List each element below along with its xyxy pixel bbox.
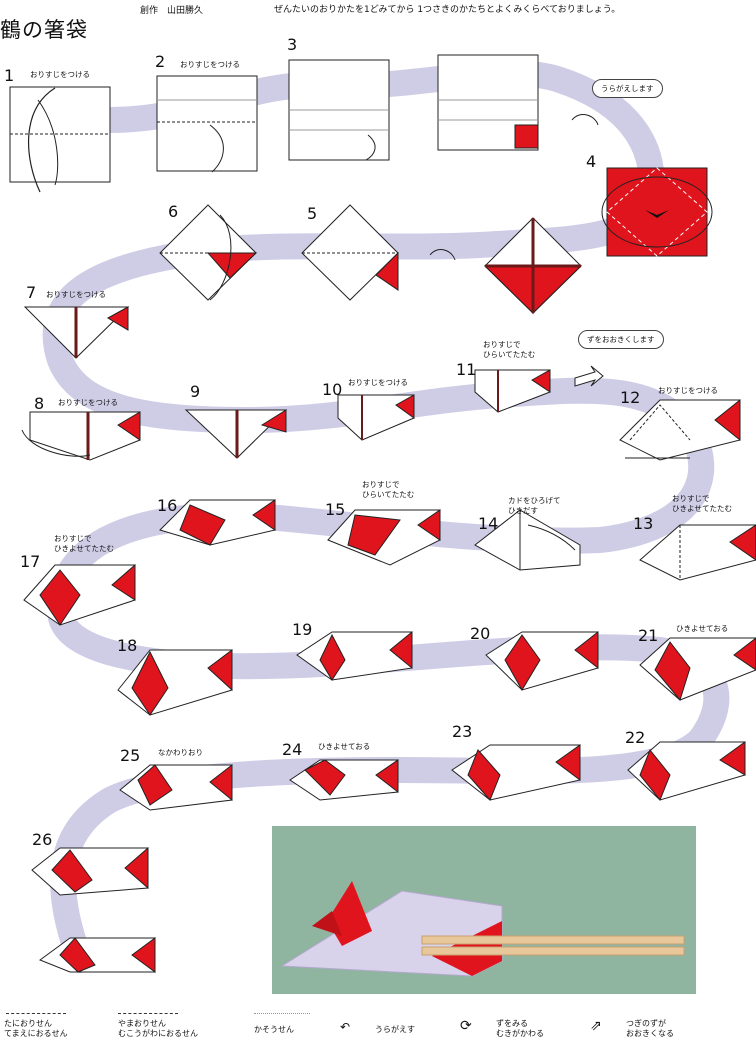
step-number: 22 [625,728,646,747]
step-number: 10 [322,380,343,399]
valley-line-sample [6,1013,66,1014]
step-number: 11 [456,360,477,379]
step-label: おりすじで ひらいてたたむ [483,340,536,359]
step-13-figure [639,524,756,581]
step-25-figure [119,763,233,811]
step-label: おりすじで ひらいてたたむ [362,480,415,499]
turn-over-icon [571,114,599,126]
step-3-figure [288,59,390,161]
author-credit: 創作 山田勝久 [140,6,204,16]
step-18-figure [117,649,233,716]
step-6-figure [159,204,258,301]
step-number: 17 [20,552,41,571]
step-label: おりすじで ひきよせてたたむ [54,534,114,553]
step-label: おりすじをつける [180,60,240,69]
page-title: 鶴の箸袋 [0,18,88,42]
instruction-text: ぜんたいのおりかたを1どみてから 1つさきのかたちとよくみくらべておりましょう。 [274,5,621,15]
step-2-figure [156,75,258,173]
step-number: 26 [32,830,53,849]
step-20-figure [485,630,599,691]
step-1-figure [9,86,111,193]
legend-mountain: やまおりせん むこうがわにおるせん [118,1019,198,1038]
step-3b-figure [437,54,539,151]
step-label: おりすじをつける [58,398,118,407]
finished-photo [272,826,696,994]
step-number: 4 [586,152,597,171]
step-8-figure [21,411,141,461]
step-label: おりすじで ひきよせてたたむ [672,494,732,513]
step-label: なかわりおり [158,748,203,757]
step-number: 21 [638,626,659,645]
turn-over-icon-2 [429,249,456,261]
step-number: 19 [292,620,313,639]
next-arrow-icon [574,365,604,387]
step-5b-figure [301,204,399,301]
step-number: 1 [4,66,15,85]
step-22-figure [627,741,746,801]
step-number: 3 [287,35,298,54]
step-number: 24 [282,740,303,759]
step-23-figure [451,744,581,801]
legend-valley: たにおりせん てまえにおるせん [4,1019,68,1038]
step-16-figure [159,499,276,546]
step-number: 14 [478,514,499,533]
step-5-figure [483,217,583,315]
step-label: カドをひろげて ひきだす [508,496,561,515]
step-label: ひきよせておる [318,742,371,751]
step-number: 16 [157,496,178,515]
step-number: 8 [34,394,45,413]
step-number: 9 [190,382,201,401]
step-label: おりすじをつける [348,378,408,387]
step-4-figure [601,167,713,257]
hidden-line-sample [254,1013,310,1014]
step-17-figure [23,563,136,626]
step-number: 5 [307,204,318,223]
turn-over-callout: うらがえします [592,79,663,98]
enlarge-callout: ずをおおきくします [578,330,664,349]
step-number: 12 [620,388,641,407]
next-legend-icon: ⇗ [590,1018,602,1034]
rotate-legend-icon: ⟳ [460,1018,472,1034]
legend-turn: うらがえす [375,1025,415,1034]
step-26-figure [31,846,149,896]
step-number: 18 [117,636,138,655]
step-9-figure [184,409,288,459]
step-10-figure [337,394,415,441]
step-label: おりすじをつける [46,290,106,299]
step-24-figure [289,759,399,801]
step-number: 25 [120,746,141,765]
step-12-figure [619,398,741,461]
step-number: 2 [155,52,166,71]
step-number: 13 [633,514,654,533]
mountain-line-sample [118,1013,178,1014]
step-label: ひきよせておる [676,624,729,633]
step-21-figure [639,637,756,702]
step-19-figure [296,630,413,681]
step-number: 20 [470,624,491,643]
step-number: 6 [168,202,179,221]
step-7-figure [23,306,130,359]
step-number: 15 [325,500,346,519]
legend-rotate: ずをみる むきがかわる [496,1019,544,1038]
step-number: 7 [26,283,37,302]
legend-next: つぎのずが おおきくなる [626,1019,674,1038]
step-label: おりすじをつける [658,386,718,395]
turn-over-legend-icon: ↶ [340,1020,351,1034]
step-15-figure [327,509,441,566]
step-number: 23 [452,722,473,741]
step-14-figure [474,509,581,571]
legend-hidden: かそうせん [254,1025,294,1034]
final-figure [38,937,156,973]
step-11-figure [474,369,551,413]
step-label: おりすじをつける [30,70,90,79]
